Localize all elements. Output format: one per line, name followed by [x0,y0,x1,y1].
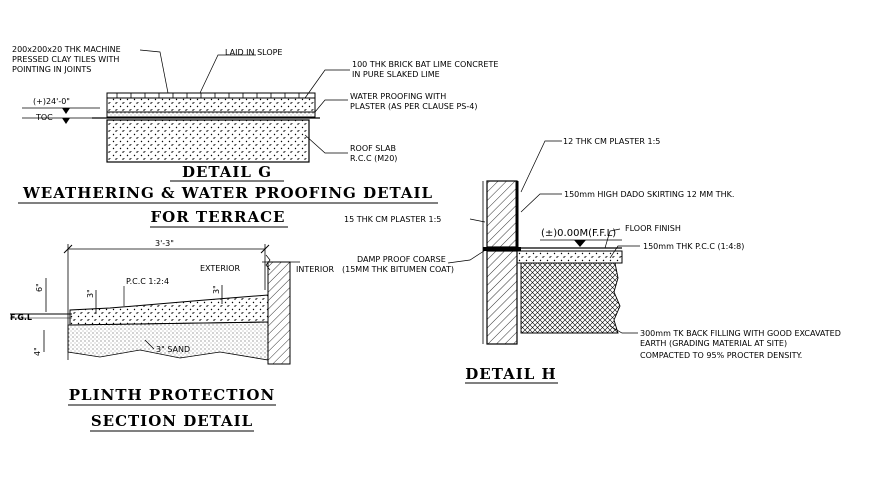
detail-g-subtitle-2: FOR TERRACE [151,208,286,226]
laid-slope-label: LAID IN SLOPE [225,48,283,57]
floor-finish-label: FLOOR FINISH [625,224,681,233]
waterproofing-layer [106,111,316,118]
dim-6-label: 6" [35,283,44,292]
pcc-label: P.C.C 1:2:4 [126,277,169,286]
detail-h-wall-upper [486,180,518,248]
roofslab-label-1: ROOF SLAB [350,144,396,153]
backfill-label-1: 300mm TK BACK FILLING WITH GOOD EXCAVATE… [640,329,841,338]
fgl-label: F.G.L [10,313,32,322]
tiles-label-3: POINTING IN JOINTS [12,65,91,74]
tile-joints [116,93,300,98]
pcc-slab [69,294,269,326]
detail-g: (+)24'-0" TOC 200x200x20 THK MACHINE PRE… [12,45,498,228]
roofslab-label-2: R.C.C (M20) [350,154,397,163]
detail-g-subtitle: WEATHERING & WATER PROOFING DETAIL [22,184,433,202]
dim-4-label: 4" [33,347,42,356]
interior-label: INTERIOR [296,265,335,274]
dpc-label-1: DAMP PROOF COARSE [357,255,446,264]
dpc-label-2: (15MM THK BITUMEN COAT) [342,265,454,274]
toc-marker-icon [62,118,70,124]
level-label: (+)24'-0" [33,97,70,106]
detail-h-title: DETAIL H [465,365,556,383]
detail-h-wall-lower [486,250,518,345]
ffl-marker-icon [574,240,586,247]
sand-label: 3" SAND [156,345,190,354]
plinth-subtitle: SECTION DETAIL [91,412,253,430]
backfill-earth [520,262,621,334]
detail-h: 12 THK CM PLASTER 1:5 150mm HIGH DADO SK… [342,137,841,384]
clay-tiles-layer [106,92,316,99]
brickbat-label-1: 100 THK BRICK BAT LIME CONCRETE [352,60,498,69]
dim-3b-label: 3" [212,285,221,294]
roof-slab [106,119,310,163]
sand-bed [67,321,269,361]
pcc-bed [516,250,623,264]
brick-bat-concrete-layer [106,97,316,113]
exterior-label: EXTERIOR [200,264,241,273]
tiles-label-2: PRESSED CLAY TILES WITH [12,55,119,64]
dim-3a-label: 3" [86,289,95,298]
toc-label: TOC [35,113,53,122]
brickbat-label-2: IN PURE SLAKED LIME [352,70,440,79]
level-marker-icon [62,108,70,114]
plaster-15-label: 15 THK CM PLASTER 1:5 [344,215,441,224]
width-dimension: 3'-3" [155,239,174,248]
detail-g-title: DETAIL G [182,163,272,181]
damp-proof-course [483,247,521,251]
tiles-label-1: 200x200x20 THK MACHINE [12,45,121,54]
plinth-wall [267,261,291,365]
backfill-label-3: COMPACTED TO 95% PROCTER DENSITY. [640,351,802,360]
pcc-label: 150mm THK P.C.C (1:4:8) [643,242,744,251]
backfill-label-2: EARTH (GRADING MATERIAL AT SITE) [640,339,787,348]
plinth-title: PLINTH PROTECTION [69,386,275,404]
ffl-label: (±)0.00M(F.F.L) [541,228,616,239]
plaster-12-label: 12 THK CM PLASTER 1:5 [563,137,660,146]
waterproof-label-2: PLASTER (AS PER CLAUSE PS-4) [350,102,477,111]
waterproof-label-1: WATER PROOFING WITH [350,92,446,101]
plinth-protection-detail: 3'-3" 6" 3" 3" 4" F.G.L P.C.C 1:2:4 EXTE… [10,239,335,432]
dado-label: 150mm HIGH DADO SKIRTING 12 MM THK. [564,190,734,199]
